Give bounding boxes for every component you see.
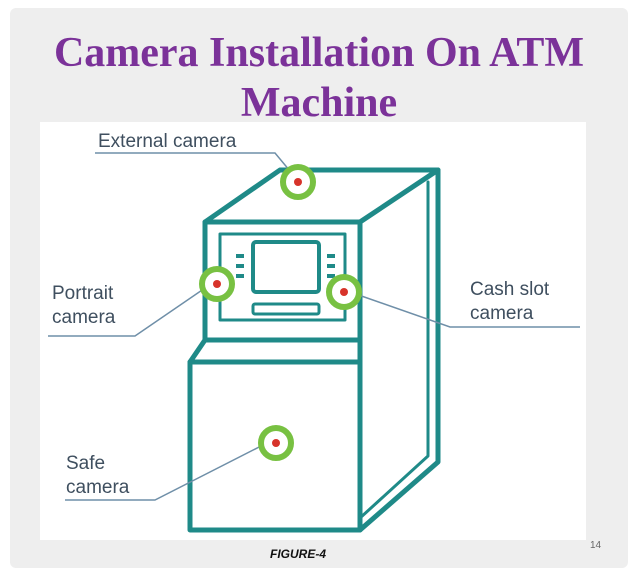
leader-external [95,152,296,178]
external-camera-label: External camera [98,131,237,152]
cash-slot-camera-label: Cash slot camera [470,278,549,326]
external-camera-marker [280,164,316,200]
portrait-camera-label-line1: Portrait [52,283,114,304]
atm-left-buttons [236,254,335,278]
atm-lower-body [187,359,363,533]
figure-caption: FIGURE-4 [270,547,327,561]
atm-camera-diagram: External camera Portrait camera Cash slo… [40,122,586,540]
leader-cash-slot [349,291,580,328]
cash-slot-camera-label-line2: camera [470,303,534,324]
slide-title-line2: Machine [240,80,398,126]
atm-roof [202,167,441,225]
portrait-camera-label: Portrait camera [52,282,115,330]
safe-camera-label-line1: Safe [66,453,106,474]
atm-illustration [48,152,580,533]
safe-camera-label-line2: camera [66,477,130,498]
slide-title: Camera Installation On ATM Machine [10,28,628,128]
leader-safe [65,443,266,501]
cash-slot-camera-label-line1: Cash slot [470,279,550,300]
atm-screen [251,240,321,294]
safe-camera-label: Safe camera [66,452,129,500]
atm-side-panel [357,167,441,533]
atm-console [187,337,363,365]
leader-portrait [48,285,209,337]
slide-title-line1: Camera Installation On ATM [53,30,585,76]
cash-slot-camera-marker [326,274,362,310]
atm-side-inner [358,180,430,520]
portrait-camera-label-line2: camera [52,307,116,328]
atm-card-slot [251,302,321,316]
page-number: 14 [590,540,602,551]
safe-camera-marker [258,425,294,461]
portrait-camera-marker [199,266,235,302]
